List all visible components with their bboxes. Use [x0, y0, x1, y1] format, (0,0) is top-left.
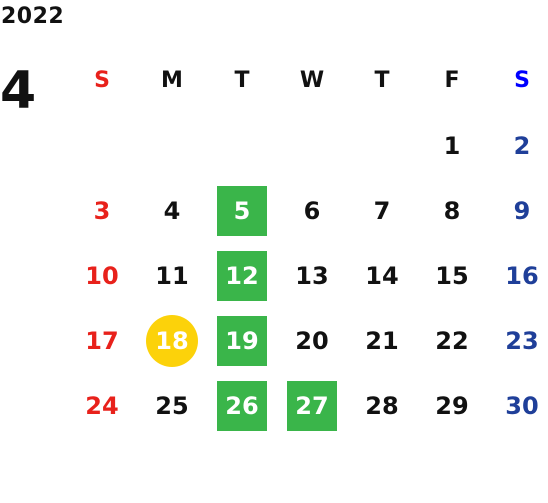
event-marker [217, 250, 267, 301]
today-marker [146, 314, 198, 367]
day-number: 10 [85, 261, 119, 290]
day-number: 20 [295, 326, 329, 355]
weekday-header: S [67, 48, 137, 113]
day-cell[interactable]: 2 [487, 113, 548, 178]
day-number: 28 [365, 391, 399, 420]
day-cell[interactable]: 19 [207, 308, 277, 373]
year-label: 2022 [1, 4, 65, 29]
day-cell[interactable]: 22 [417, 308, 487, 373]
day-cell[interactable]: 3 [67, 178, 137, 243]
day-cell[interactable]: 6 [277, 178, 347, 243]
day-cell[interactable]: 13 [277, 243, 347, 308]
day-number: 3 [93, 196, 111, 225]
weekday-header-label: F [444, 67, 460, 93]
day-cell[interactable]: 30 [487, 373, 548, 438]
day-number: 12 [225, 261, 259, 290]
day-number: 15 [435, 261, 469, 290]
day-cell[interactable]: 23 [487, 308, 548, 373]
day-cell[interactable]: 29 [417, 373, 487, 438]
weekday-header: F [417, 48, 487, 113]
day-cell[interactable]: 17 [67, 308, 137, 373]
day-number: 22 [435, 326, 469, 355]
month-label: 4 [0, 61, 37, 121]
day-number: 27 [295, 391, 329, 420]
day-number: 21 [365, 326, 399, 355]
day-cell[interactable]: 14 [347, 243, 417, 308]
day-cell[interactable]: 11 [137, 243, 207, 308]
day-number: 5 [233, 196, 251, 225]
event-marker [217, 315, 267, 366]
day-number: 6 [303, 196, 321, 225]
day-number: 4 [163, 196, 181, 225]
day-cell[interactable]: 9 [487, 178, 548, 243]
weekday-header-label: T [374, 67, 390, 93]
day-number: 14 [365, 261, 399, 290]
day-number: 17 [85, 326, 119, 355]
day-cell[interactable]: 24 [67, 373, 137, 438]
weekday-header-label: S [94, 67, 110, 93]
weekday-header: M [137, 48, 207, 113]
day-number: 23 [505, 326, 539, 355]
day-cell[interactable]: 18 [137, 308, 207, 373]
day-cell[interactable]: 15 [417, 243, 487, 308]
day-number: 9 [513, 196, 531, 225]
day-cell[interactable]: 27 [277, 373, 347, 438]
day-cell[interactable]: 16 [487, 243, 548, 308]
day-number: 7 [373, 196, 391, 225]
weekday-header-label: T [234, 67, 250, 93]
day-cell[interactable]: 25 [137, 373, 207, 438]
day-number: 2 [513, 131, 531, 160]
weekday-header-label: M [161, 67, 183, 93]
day-cell[interactable]: 7 [347, 178, 417, 243]
day-cell[interactable]: 5 [207, 178, 277, 243]
day-number: 11 [155, 261, 189, 290]
day-cell[interactable]: 1 [417, 113, 487, 178]
day-cell[interactable]: 26 [207, 373, 277, 438]
day-number: 24 [85, 391, 119, 420]
weekday-header: T [347, 48, 417, 113]
day-cell[interactable]: 12 [207, 243, 277, 308]
weekday-header: S [487, 48, 548, 113]
weekday-header-label: S [514, 67, 530, 93]
weekday-header-label: W [299, 67, 325, 93]
day-number: 29 [435, 391, 469, 420]
day-number: 30 [505, 391, 539, 420]
day-cell[interactable]: 20 [277, 308, 347, 373]
day-number: 26 [225, 391, 259, 420]
weekday-header: W [277, 48, 347, 113]
day-number: 8 [443, 196, 461, 225]
event-marker [217, 185, 267, 236]
day-cell[interactable]: 8 [417, 178, 487, 243]
day-cell[interactable]: 28 [347, 373, 417, 438]
day-cell[interactable]: 10 [67, 243, 137, 308]
event-marker [287, 380, 337, 431]
day-number: 18 [155, 326, 189, 355]
day-number: 16 [505, 261, 539, 290]
day-cell[interactable]: 21 [347, 308, 417, 373]
day-number: 25 [155, 391, 189, 420]
day-cell[interactable]: 4 [137, 178, 207, 243]
day-number: 13 [295, 261, 329, 290]
weekday-header: T [207, 48, 277, 113]
day-number: 19 [225, 326, 259, 355]
day-number: 1 [443, 131, 461, 160]
event-marker [217, 380, 267, 431]
